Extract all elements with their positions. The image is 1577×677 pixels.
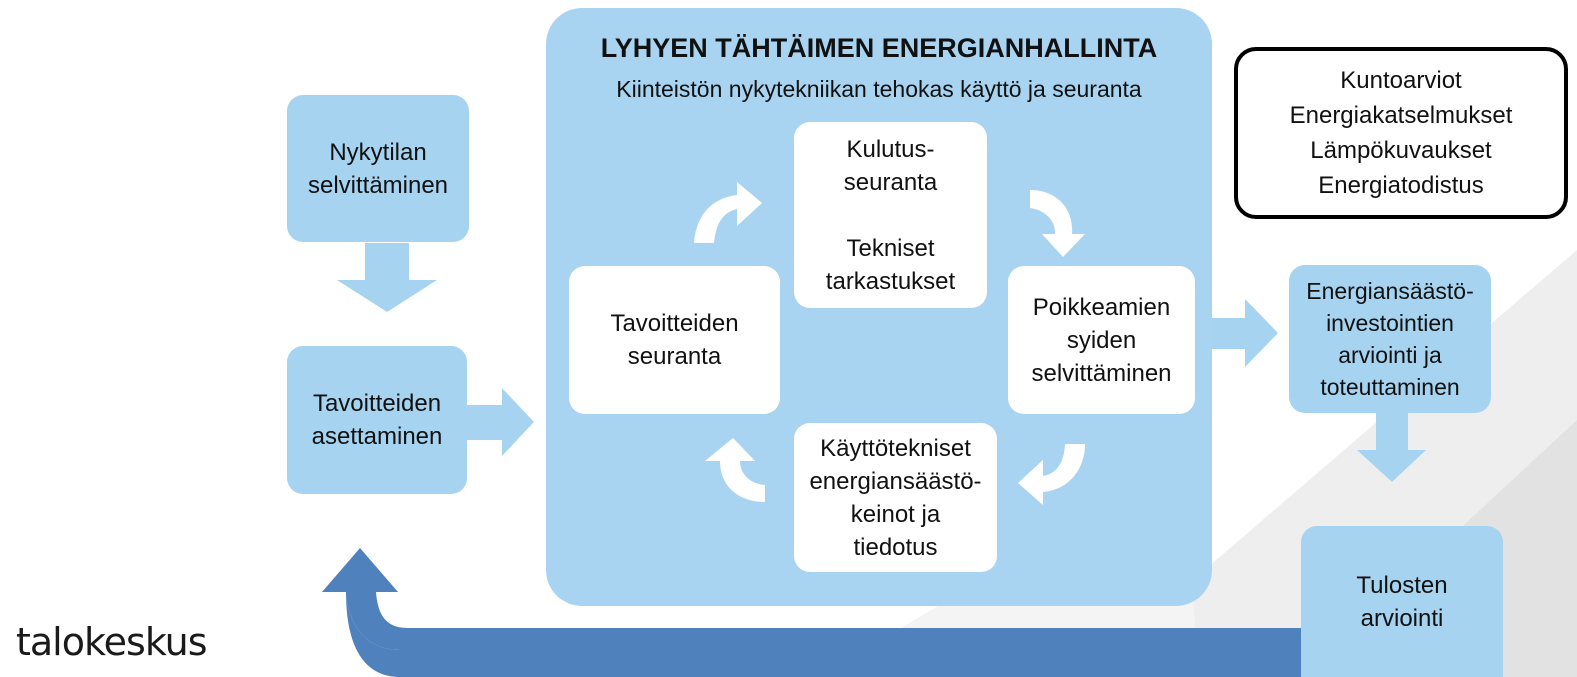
- box-label: syiden: [1066, 326, 1137, 354]
- box-label: Tavoitteiden: [610, 310, 739, 337]
- box-label: tiedotus: [853, 533, 938, 561]
- reference-item: Energiatodistus: [1318, 172, 1484, 199]
- box-label: Tulosten: [1356, 571, 1448, 599]
- panel-title: LYHYEN TÄHTÄIMEN ENERGIANHALLINTA: [600, 33, 1158, 63]
- tavoitteiden-asettaminen-box: Tavoitteiden asettaminen: [287, 346, 467, 494]
- box-label: energiansäästö-: [809, 467, 982, 495]
- reference-item: Lämpökuvaukset: [1310, 137, 1492, 164]
- energiansaasto-investoinnit-box: Energiansäästö- investointien arviointi …: [1289, 265, 1491, 413]
- kayttotekniset-box: Käyttötekniset energiansäästö- keinot ja…: [794, 423, 997, 572]
- box-label: Energiansäästö-: [1306, 278, 1474, 304]
- poikkeamien-syiden-box: Poikkeamien syiden selvittäminen: [1008, 266, 1195, 414]
- tavoitteiden-seuranta-box: Tavoitteiden seuranta: [569, 266, 780, 414]
- box-label: Kulutus-: [846, 135, 935, 163]
- box-label: seuranta: [843, 168, 938, 196]
- nykytilan-selvittaminen-box: Nykytilan selvittäminen: [287, 95, 469, 242]
- box-label: arviointi ja: [1338, 342, 1442, 368]
- box-label: Poikkeamien: [1032, 293, 1171, 321]
- box-label: keinot ja: [850, 500, 941, 528]
- reference-item: Kuntoarviot: [1340, 67, 1462, 94]
- talokeskus-logo: talokeskus: [16, 620, 208, 664]
- box-label: Nykytilan: [329, 138, 427, 166]
- references-box: Kuntoarviot Energiakatselmukset Lämpökuv…: [1234, 47, 1568, 219]
- box-label: tarkastukset: [825, 267, 956, 295]
- box-label: seuranta: [627, 343, 722, 370]
- box-label: Tavoitteiden: [312, 390, 442, 417]
- box-label: arviointi: [1360, 604, 1444, 632]
- box-label: asettaminen: [311, 423, 443, 450]
- box-label: toteuttaminen: [1320, 374, 1460, 400]
- tulosten-arviointi-box: Tulosten arviointi: [1301, 526, 1503, 677]
- kulutusseuranta-box: Kulutus- seuranta Tekniset tarkastukset: [794, 122, 987, 308]
- reference-item: Energiakatselmukset: [1289, 102, 1513, 129]
- box-label: Käyttötekniset: [820, 434, 971, 462]
- box-label: selvittäminen: [1031, 359, 1172, 387]
- box-label: selvittäminen: [307, 171, 449, 199]
- panel-subtitle: Kiinteistön nykytekniikan tehokas käyttö…: [616, 76, 1142, 102]
- box-label: Tekniset: [846, 234, 935, 262]
- box-label: investointien: [1326, 310, 1454, 336]
